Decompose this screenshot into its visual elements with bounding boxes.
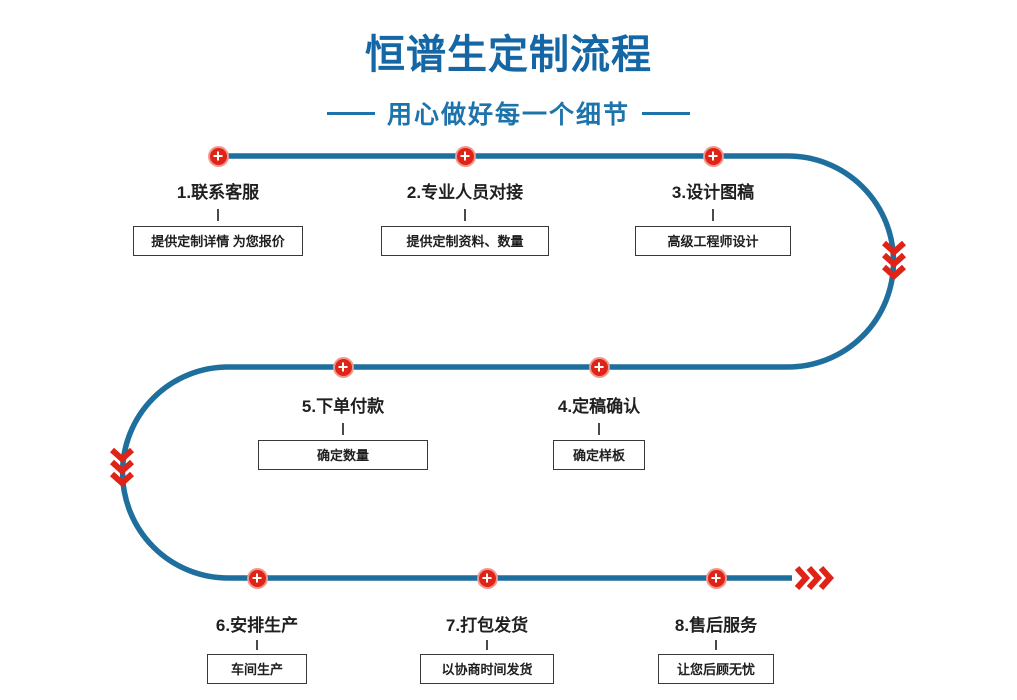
chevron-right-end-arrows-icon (794, 565, 835, 591)
step-7-connector (486, 639, 488, 650)
chevron-icon (881, 240, 907, 257)
chevron-down-arrows-left-icon (109, 447, 135, 488)
step-4-desc-box: 确定样板 (553, 439, 645, 470)
step-6: 6.安排生产 车间生产 (207, 569, 307, 684)
chevron-icon (109, 459, 135, 476)
chevron-icon (794, 565, 811, 591)
header: 恒谱生定制流程 用心做好每一个细节 (0, 0, 1017, 131)
subtitle-right-line (642, 111, 690, 115)
chevron-icon (881, 264, 907, 281)
step-6-desc-box: 车间生产 (207, 653, 307, 684)
chevron-icon (109, 447, 135, 464)
step-3-desc-box: 高级工程师设计 (635, 225, 791, 256)
step-8: 8.售后服务 让您后顾无忧 (658, 569, 774, 684)
page-title: 恒谱生定制流程 (365, 33, 652, 77)
step-5: 5.下单付款 确定数量 (258, 358, 428, 470)
step-6-connector (256, 639, 258, 650)
step-6-label: 6.安排生产 (215, 615, 299, 635)
step-7-plus-node-icon (478, 569, 496, 587)
step-7-desc-box: 以协商时间发货 (420, 653, 554, 684)
step-3-plus-node-icon (704, 147, 722, 165)
step-4-connector (598, 422, 600, 435)
step-1: 1.联系客服 提供定制详情 为您报价 (133, 147, 303, 256)
step-8-connector (715, 639, 717, 650)
step-7: 7.打包发货 以协商时间发货 (420, 569, 554, 684)
step-4: 4.定稿确认 确定样板 (553, 358, 645, 470)
step-4-plus-node-icon (590, 358, 608, 376)
step-2-desc-box: 提供定制资料、数量 (381, 225, 549, 256)
step-4-label: 4.定稿确认 (557, 396, 641, 416)
step-5-connector (342, 422, 344, 435)
chevron-down-arrows-right-icon (881, 240, 907, 281)
chevron-icon (818, 565, 835, 591)
step-3-connector (712, 208, 714, 221)
chevron-icon (881, 252, 907, 269)
step-5-desc-box: 确定数量 (258, 439, 428, 470)
step-6-plus-node-icon (248, 569, 266, 587)
step-5-plus-node-icon (334, 358, 352, 376)
chevron-icon (806, 565, 823, 591)
subtitle: 用心做好每一个细节 (0, 95, 1017, 131)
subtitle-text: 用心做好每一个细节 (386, 101, 630, 129)
subtitle-left-line (326, 111, 375, 115)
step-3: 3.设计图稿 高级工程师设计 (635, 147, 791, 256)
step-1-plus-node-icon (209, 147, 227, 165)
step-1-desc-box: 提供定制详情 为您报价 (133, 225, 303, 256)
chevron-icon (109, 471, 135, 488)
step-1-connector (217, 208, 219, 221)
step-7-label: 7.打包发货 (445, 615, 529, 635)
step-8-desc-box: 让您后顾无忧 (658, 653, 774, 684)
step-2-label: 2.专业人员对接 (406, 182, 524, 202)
step-8-label: 8.售后服务 (674, 615, 758, 635)
step-2-connector (464, 208, 466, 221)
step-2: 2.专业人员对接 提供定制资料、数量 (381, 147, 549, 256)
step-5-label: 5.下单付款 (301, 396, 385, 416)
step-2-plus-node-icon (456, 147, 474, 165)
flow-line (119, 153, 897, 581)
step-3-label: 3.设计图稿 (671, 182, 755, 202)
step-8-plus-node-icon (707, 569, 725, 587)
step-1-label: 1.联系客服 (176, 182, 260, 202)
